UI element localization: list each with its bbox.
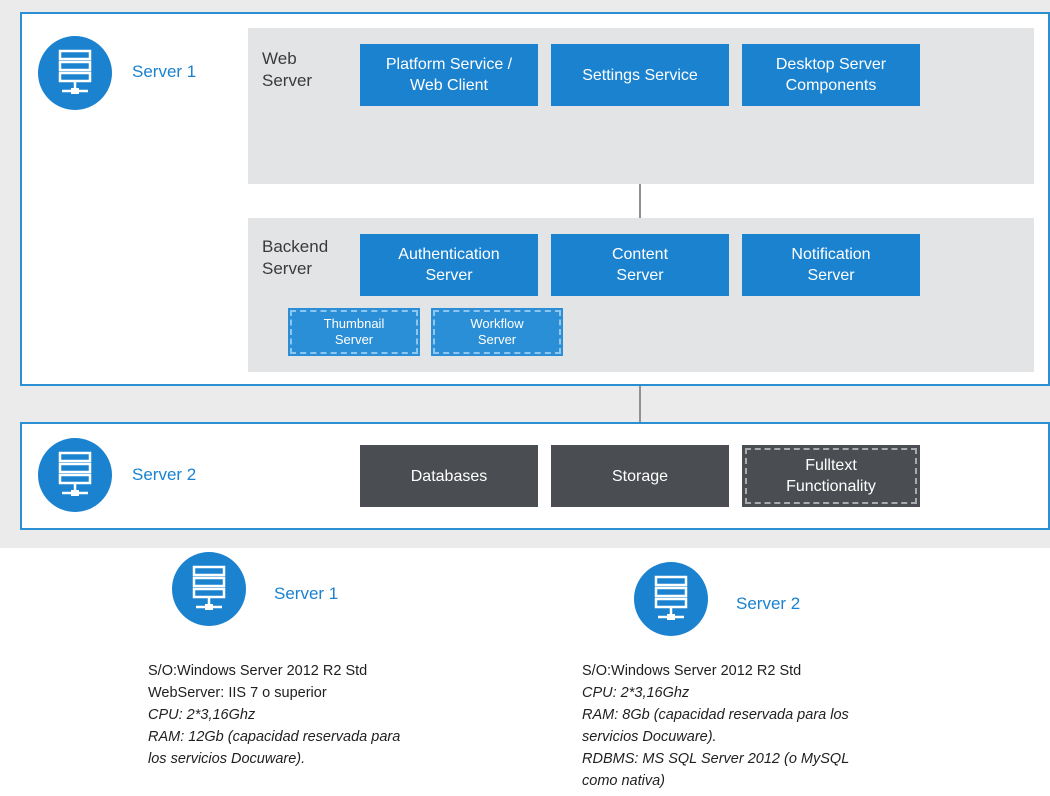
backend-server-label: Backend Server bbox=[262, 237, 329, 278]
connector-line bbox=[639, 386, 641, 422]
server-icon bbox=[172, 552, 246, 626]
spec-line: CPU: 2*3,16Ghz bbox=[148, 707, 256, 723]
connector-line bbox=[639, 184, 641, 218]
spec-line: S/O:Windows Server 2012 R2 Std bbox=[582, 663, 802, 679]
spec-line: los servicios Docuware). bbox=[148, 751, 306, 767]
spec-line: S/O:Windows Server 2012 R2 Std bbox=[148, 663, 368, 679]
spec-server-1-label: Server 1 bbox=[274, 584, 339, 603]
workflow-server-box: Workflow Server bbox=[431, 308, 563, 356]
server-2-label: Server 2 bbox=[132, 465, 197, 484]
spec-line: WebServer: IIS 7 o superior bbox=[148, 685, 327, 701]
authentication-server-box: Authentication Server bbox=[360, 234, 538, 296]
fulltext-functionality-box: Fulltext Functionality bbox=[742, 445, 920, 507]
server-1-specs: S/O:Windows Server 2012 R2 Std WebServer… bbox=[148, 660, 528, 770]
server-icon bbox=[634, 562, 708, 636]
spec-line: como nativa) bbox=[582, 773, 666, 789]
content-server-box: Content Server bbox=[551, 234, 729, 296]
settings-service-box: Settings Service bbox=[551, 44, 729, 106]
spec-line: RAM: 12Gb (capacidad reservada para bbox=[148, 729, 401, 745]
spec-line: CPU: 2*3,16Ghz bbox=[582, 685, 690, 701]
spec-line: servicios Docuware). bbox=[582, 729, 717, 745]
platform-service-box: Platform Service / Web Client bbox=[360, 44, 538, 106]
spec-line: RAM: 8Gb (capacidad reservada para los bbox=[582, 707, 849, 723]
storage-box: Storage bbox=[551, 445, 729, 507]
notification-server-box: Notification Server bbox=[742, 234, 920, 296]
server-1-label: Server 1 bbox=[132, 62, 197, 81]
server-icon bbox=[38, 36, 112, 110]
thumbnail-server-box: Thumbnail Server bbox=[288, 308, 420, 356]
spec-server-2-label: Server 2 bbox=[736, 594, 801, 613]
server-2-specs: S/O:Windows Server 2012 R2 Std CPU: 2*3,… bbox=[582, 660, 982, 792]
server-icon bbox=[38, 438, 112, 512]
desktop-server-components-box: Desktop Server Components bbox=[742, 44, 920, 106]
databases-box: Databases bbox=[360, 445, 538, 507]
spec-line: RDBMS: MS SQL Server 2012 (o MySQL bbox=[582, 751, 850, 767]
web-server-label: Web Server bbox=[262, 49, 313, 90]
